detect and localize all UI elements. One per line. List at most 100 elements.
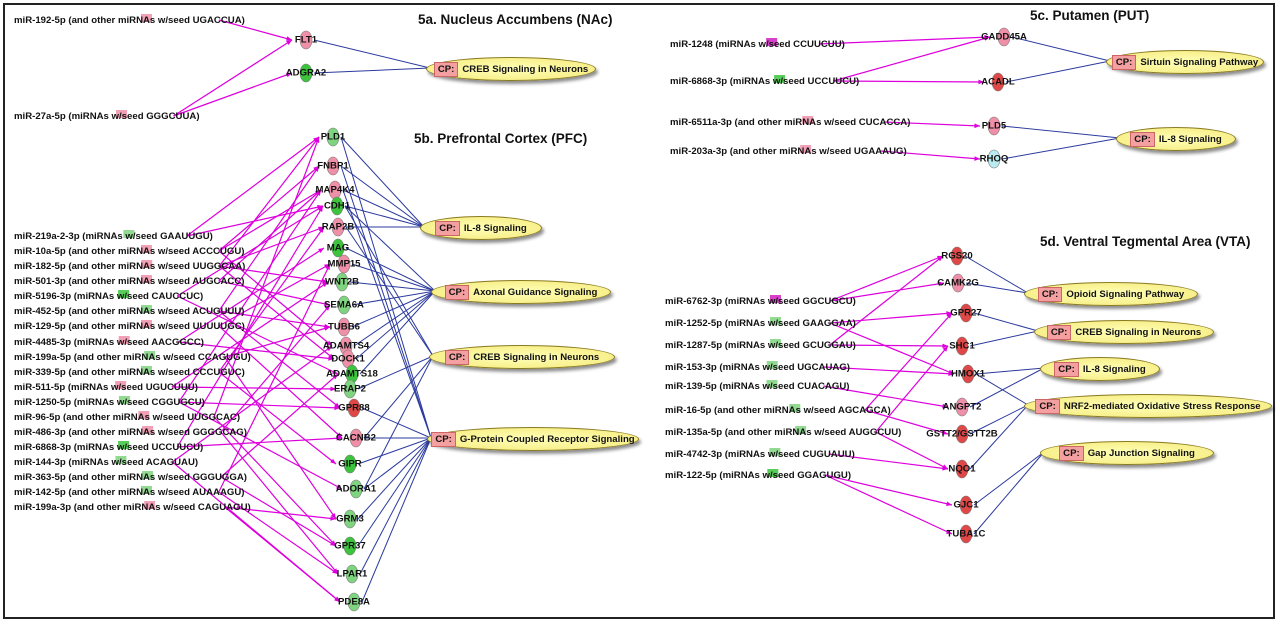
mirna-node[interactable]: miR-339-5p (and other miRNAs w/seed CCCU…: [14, 367, 245, 378]
canonical-pathway-node[interactable]: CP:CREB Signaling in Neurons: [426, 57, 596, 81]
canonical-pathway-node[interactable]: CP:Sirtuin Signaling Pathway: [1106, 50, 1264, 74]
mirna-node[interactable]: miR-6762-3p (miRNAs w/seed GGCUGCU): [665, 296, 856, 307]
gene-node[interactable]: GRM3: [336, 514, 364, 525]
gene-node[interactable]: ADAMTS4: [323, 341, 369, 352]
canonical-pathway-node[interactable]: CP:IL-8 Signaling: [420, 216, 542, 240]
gene-node[interactable]: SHC1: [949, 341, 975, 352]
mirna-node[interactable]: miR-129-5p (and other miRNAs w/seed UUUU…: [14, 321, 245, 332]
gene-node[interactable]: CDH1: [324, 201, 350, 212]
gene-node[interactable]: GPR88: [338, 403, 369, 414]
gene-pathway-edge: [345, 247, 436, 292]
mirna-node[interactable]: miR-96-5p (and other miRNAs w/seed UUGGC…: [14, 412, 240, 423]
canonical-pathway-node[interactable]: CP:Gap Junction Signaling: [1040, 441, 1214, 465]
canonical-pathway-node[interactable]: CP:Axonal Guidance Signaling: [431, 280, 611, 304]
mirna-label: miR-27a-5p (miRNAs w/seed GGGCUUA): [14, 111, 200, 122]
gene-node[interactable]: ERAP2: [334, 384, 366, 395]
gene-node[interactable]: GADD45A: [981, 32, 1027, 43]
mirna-label: miR-16-5p (and other miRNAs w/seed AGCAG…: [665, 405, 891, 416]
mirna-node[interactable]: miR-182-5p (and other miRNAs w/seed UUGG…: [14, 261, 245, 272]
gene-node[interactable]: CAMK2G: [937, 278, 979, 289]
canonical-pathway-node[interactable]: CP:CREB Signaling in Neurons: [1034, 320, 1214, 344]
gene-node[interactable]: MAG: [327, 243, 349, 254]
gene-node[interactable]: RGS20: [941, 251, 972, 262]
gene-node[interactable]: GPR37: [334, 541, 365, 552]
gene-node[interactable]: FNBP1: [317, 161, 348, 172]
mirna-node[interactable]: miR-203a-3p (and other miRNAs w/seed UGA…: [670, 146, 907, 157]
gene-node[interactable]: GIPR: [338, 459, 361, 470]
edge-arrowhead: [984, 36, 990, 41]
gene-node[interactable]: ANGPT2: [943, 402, 982, 413]
gene-label: GSTT2/GSTT2B: [926, 428, 998, 440]
mirna-label: miR-192-5p (and other miRNAs w/seed UGAC…: [14, 15, 245, 26]
mirna-node[interactable]: miR-16-5p (and other miRNAs w/seed AGCAG…: [665, 405, 891, 416]
mirna-node[interactable]: miR-1287-5p (miRNAs w/seed GCUGGAU): [665, 340, 856, 351]
gene-node[interactable]: ADGRA2: [286, 68, 327, 79]
gene-node-icon: [950, 246, 964, 266]
gene-node[interactable]: SEMA6A: [324, 300, 364, 311]
mirna-target-edge: [173, 39, 293, 117]
gene-node[interactable]: TUBB6: [328, 322, 360, 333]
gene-node[interactable]: HMOX1: [951, 369, 985, 380]
gene-node-icon: [337, 295, 351, 315]
gene-node[interactable]: ACADL: [981, 77, 1015, 88]
mirna-node[interactable]: miR-5196-3p (miRNAs w/seed CAUCCUC): [14, 291, 203, 302]
mirna-node[interactable]: miR-363-5p (and other miRNAs w/seed GGGU…: [14, 472, 247, 483]
mirna-node[interactable]: miR-1250-5p (miRNAs w/seed CGGUGCU): [14, 397, 205, 408]
mirna-node[interactable]: miR-6511a-3p (and other miRNAs w/seed CU…: [670, 117, 910, 128]
canonical-pathway-node[interactable]: CP:IL-8 Signaling: [1116, 127, 1236, 151]
mirna-node[interactable]: miR-142-5p (and other miRNAs w/seed AUAA…: [14, 487, 244, 498]
pathway-label: Opioid Signaling Pathway: [1066, 288, 1185, 300]
canonical-pathway-node[interactable]: CP:CREB Signaling in Neurons: [429, 345, 615, 369]
mirna-node[interactable]: miR-6868-3p (miRNAs w/seed UCCUUCU): [14, 442, 203, 453]
mirna-node[interactable]: miR-501-3p (and other miRNAs w/seed AUGC…: [14, 276, 244, 287]
gene-node[interactable]: WNT2B: [325, 277, 359, 288]
gene-node[interactable]: TUBA1C: [947, 529, 986, 540]
mirna-marker-icon: [140, 275, 152, 283]
canonical-pathway-node[interactable]: CP:NRF2-mediated Oxidative Stress Respon…: [1024, 394, 1272, 418]
gene-node[interactable]: CACNB2: [336, 433, 376, 444]
mirna-node[interactable]: miR-144-3p (miRNAs w/seed ACAGUAU): [14, 457, 198, 468]
gene-node[interactable]: GJC1: [953, 500, 978, 511]
mirna-node[interactable]: miR-4485-3p (miRNAs w/seed AACGGCC): [14, 337, 204, 348]
mirna-node[interactable]: miR-10a-5p (and other miRNAs w/seed ACCC…: [14, 246, 244, 257]
mirna-node[interactable]: miR-452-5p (and other miRNAs w/seed ACUG…: [14, 306, 244, 317]
mirna-node[interactable]: miR-4742-3p (miRNAs w/seed CUGUAUU): [665, 449, 855, 460]
gene-node[interactable]: MMP15: [327, 259, 360, 270]
gene-node[interactable]: LPAR1: [337, 569, 368, 580]
mirna-marker-icon: [115, 456, 127, 464]
mirna-node[interactable]: miR-139-5p (miRNAs w/seed CUACAGU): [665, 381, 849, 392]
gene-node[interactable]: ADAMTS18: [326, 369, 378, 380]
mirna-node[interactable]: miR-511-5p (miRNAs w/seed UGUCUUU): [14, 382, 198, 393]
gene-node[interactable]: NQO1: [948, 464, 975, 475]
mirna-node[interactable]: miR-27a-5p (miRNAs w/seed GGGCUUA): [14, 111, 200, 122]
mirna-node[interactable]: miR-192-5p (and other miRNAs w/seed UGAC…: [14, 15, 245, 26]
mirna-target-edge: [829, 312, 953, 324]
gene-node[interactable]: PLD1: [321, 132, 346, 143]
edge-arrowhead: [286, 72, 292, 78]
gene-node[interactable]: PLD5: [982, 121, 1007, 132]
mirna-node[interactable]: miR-122-5p (miRNAs w/seed GGAGUGU): [665, 470, 851, 481]
mirna-node[interactable]: miR-153-3p (miRNAs w/seed UGCAUAG): [665, 362, 850, 373]
canonical-pathway-node[interactable]: CP:IL-8 Signaling: [1040, 357, 1160, 381]
gene-node[interactable]: ADORA1: [336, 484, 377, 495]
gene-node[interactable]: GSTT2/GSTT2B: [926, 429, 997, 440]
gene-node[interactable]: GPR27: [950, 308, 981, 319]
gene-node[interactable]: PDE8A: [338, 597, 370, 608]
mirna-target-edge: [218, 19, 293, 41]
mirna-node[interactable]: miR-219a-2-3p (miRNAs w/seed GAAUUGU): [14, 231, 213, 242]
mirna-node[interactable]: miR-486-3p (and other miRNAs w/seed GGGG…: [14, 427, 247, 438]
mirna-node[interactable]: miR-1248 (miRNAs w/seed CCUUCUU): [670, 39, 845, 50]
gene-node[interactable]: MAP4K4: [316, 185, 355, 196]
mirna-node[interactable]: miR-135a-5p (and other miRNAs w/seed AUG…: [665, 427, 901, 438]
mirna-node[interactable]: miR-199a-5p (and other miRNAs w/seed CCA…: [14, 352, 251, 363]
mirna-node[interactable]: miR-6868-3p (miRNAs w/seed UCCUUCU): [670, 76, 859, 87]
gene-node[interactable]: FLT1: [295, 35, 317, 46]
canonical-pathway-node[interactable]: CP:G-Protein Coupled Receptor Signaling: [427, 427, 639, 451]
gene-node[interactable]: RHOQ: [980, 154, 1009, 165]
canonical-pathway-node[interactable]: CP:Opioid Signaling Pathway: [1024, 282, 1198, 306]
gene-node[interactable]: RAP2B: [322, 222, 355, 233]
gene-label: SHC1: [949, 340, 975, 352]
mirna-node[interactable]: miR-199a-3p (and other miRNAs w/seed CAG…: [14, 502, 251, 513]
gene-node[interactable]: DOCK1: [331, 354, 365, 365]
mirna-node[interactable]: miR-1252-5p (miRNAs w/seed GAAGGAA): [665, 318, 856, 329]
